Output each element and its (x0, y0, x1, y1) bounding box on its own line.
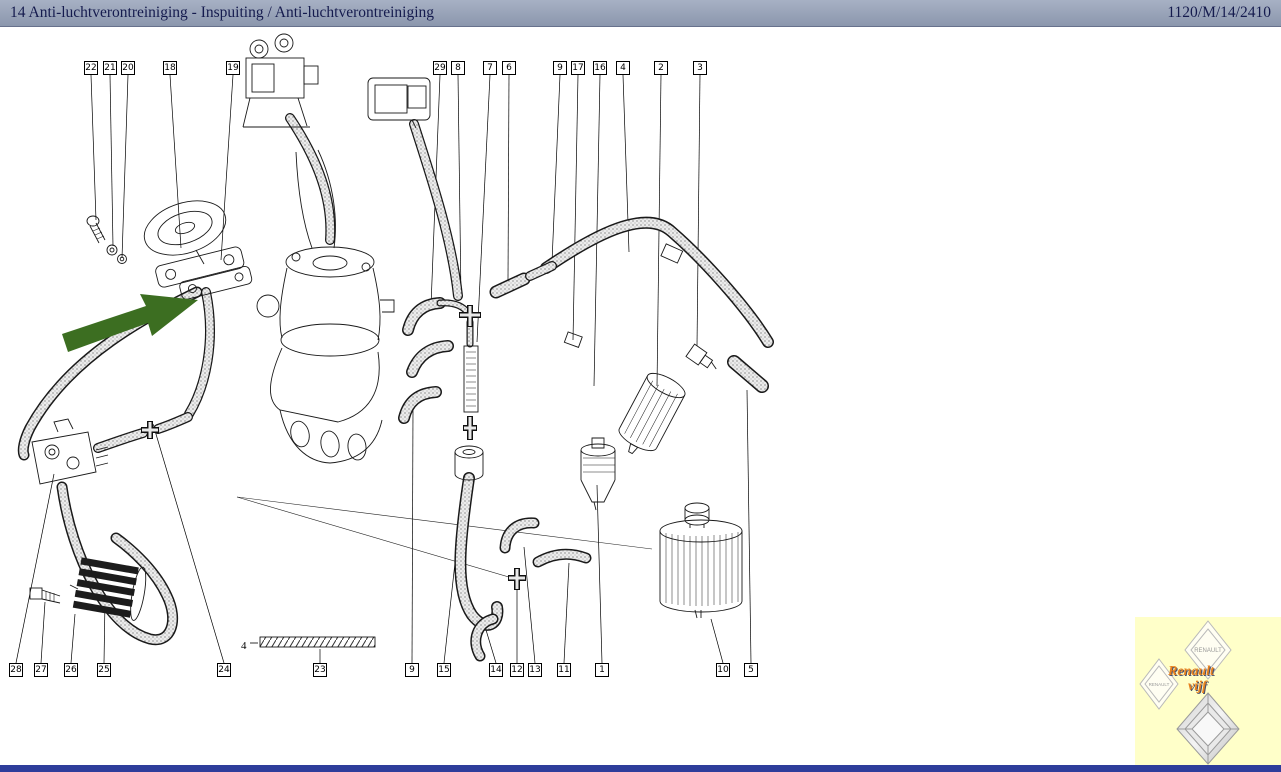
scale-bar: 4 (241, 636, 376, 652)
egr-valve-drawing (143, 200, 253, 300)
callout-bottom-24[interactable]: 24 (217, 663, 231, 677)
renault-diamond-icon-left: RENAULT (1139, 658, 1179, 710)
throttle-body-drawing (256, 149, 395, 464)
callout-bottom-5[interactable]: 5 (744, 663, 758, 677)
callout-bottom-15[interactable]: 15 (437, 663, 451, 677)
svg-text:RENAULT: RENAULT (1194, 648, 1222, 654)
callout-top-17[interactable]: 17 (571, 61, 585, 75)
cylinder-15-drawing (454, 445, 484, 481)
callout-top-21[interactable]: 21 (103, 61, 117, 75)
brand-text-line2: vijf (1188, 679, 1207, 694)
bottom-statusbar (0, 765, 1281, 772)
brand-text-line1: Renault (1168, 664, 1214, 679)
canister-10-drawing (659, 502, 743, 619)
callout-bottom-1[interactable]: 1 (595, 663, 609, 677)
callout-bottom-27[interactable]: 27 (34, 663, 48, 677)
callout-top-20[interactable]: 20 (121, 61, 135, 75)
titlebar: 14 Anti-luchtverontreiniging - Inspuitin… (0, 0, 1281, 27)
callout-top-7[interactable]: 7 (483, 61, 497, 75)
callout-bottom-25[interactable]: 25 (97, 663, 111, 677)
callout-top-3[interactable]: 3 (693, 61, 707, 75)
bolt-and-washers-drawing (86, 215, 127, 264)
sensor-box-drawing (367, 77, 431, 129)
svg-text:RENAULT: RENAULT (1149, 682, 1170, 687)
leader-lines (15, 74, 752, 664)
hoses (23, 118, 768, 656)
callout-bottom-26[interactable]: 26 (64, 663, 78, 677)
fittings-drawing (563, 243, 717, 370)
page-title: 14 Anti-luchtverontreiniging - Inspuitin… (10, 4, 435, 21)
callout-bottom-13[interactable]: 13 (528, 663, 542, 677)
callout-bottom-11[interactable]: 11 (557, 663, 571, 677)
renault-diamond-icon-large (1176, 692, 1240, 765)
resonator-drawing (69, 557, 147, 621)
callout-top-29[interactable]: 29 (433, 61, 447, 75)
callout-bottom-12[interactable]: 12 (510, 663, 524, 677)
highlight-arrow (62, 294, 198, 352)
bolt-27-drawing (29, 587, 61, 604)
pipe-fittings (141, 305, 526, 590)
callout-top-6[interactable]: 6 (502, 61, 516, 75)
callout-top-9[interactable]: 9 (553, 61, 567, 75)
ignition-module-drawing (242, 33, 319, 128)
brand-panel-art: RENAULT RENAULT (1139, 620, 1240, 765)
valve-1-drawing (580, 437, 616, 511)
document-reference: 1120/M/14/2410 (1167, 4, 1271, 21)
callout-bottom-9[interactable]: 9 (405, 663, 419, 677)
callout-top-2[interactable]: 2 (654, 61, 668, 75)
callout-top-18[interactable]: 18 (163, 61, 177, 75)
renault-diamond-icon-top: RENAULT (1184, 620, 1232, 680)
callout-bottom-28[interactable]: 28 (9, 663, 23, 677)
left-bracket-drawing (31, 418, 109, 485)
callout-bottom-14[interactable]: 14 (489, 663, 503, 677)
callout-top-8[interactable]: 8 (451, 61, 465, 75)
callout-top-19[interactable]: 19 (226, 61, 240, 75)
callout-bottom-10[interactable]: 10 (716, 663, 730, 677)
callout-top-22[interactable]: 22 (84, 61, 98, 75)
callout-top-16[interactable]: 16 (593, 61, 607, 75)
canister-2-drawing (618, 372, 686, 455)
callout-top-4[interactable]: 4 (616, 61, 630, 75)
callout-bottom-23[interactable]: 23 (313, 663, 327, 677)
straight-tube-drawing (463, 345, 479, 413)
brand-panel: RENAULT RENAULT Renault vijf (1135, 617, 1281, 765)
scale-bar-label: 4 (241, 640, 247, 652)
routing-lines (236, 496, 653, 581)
